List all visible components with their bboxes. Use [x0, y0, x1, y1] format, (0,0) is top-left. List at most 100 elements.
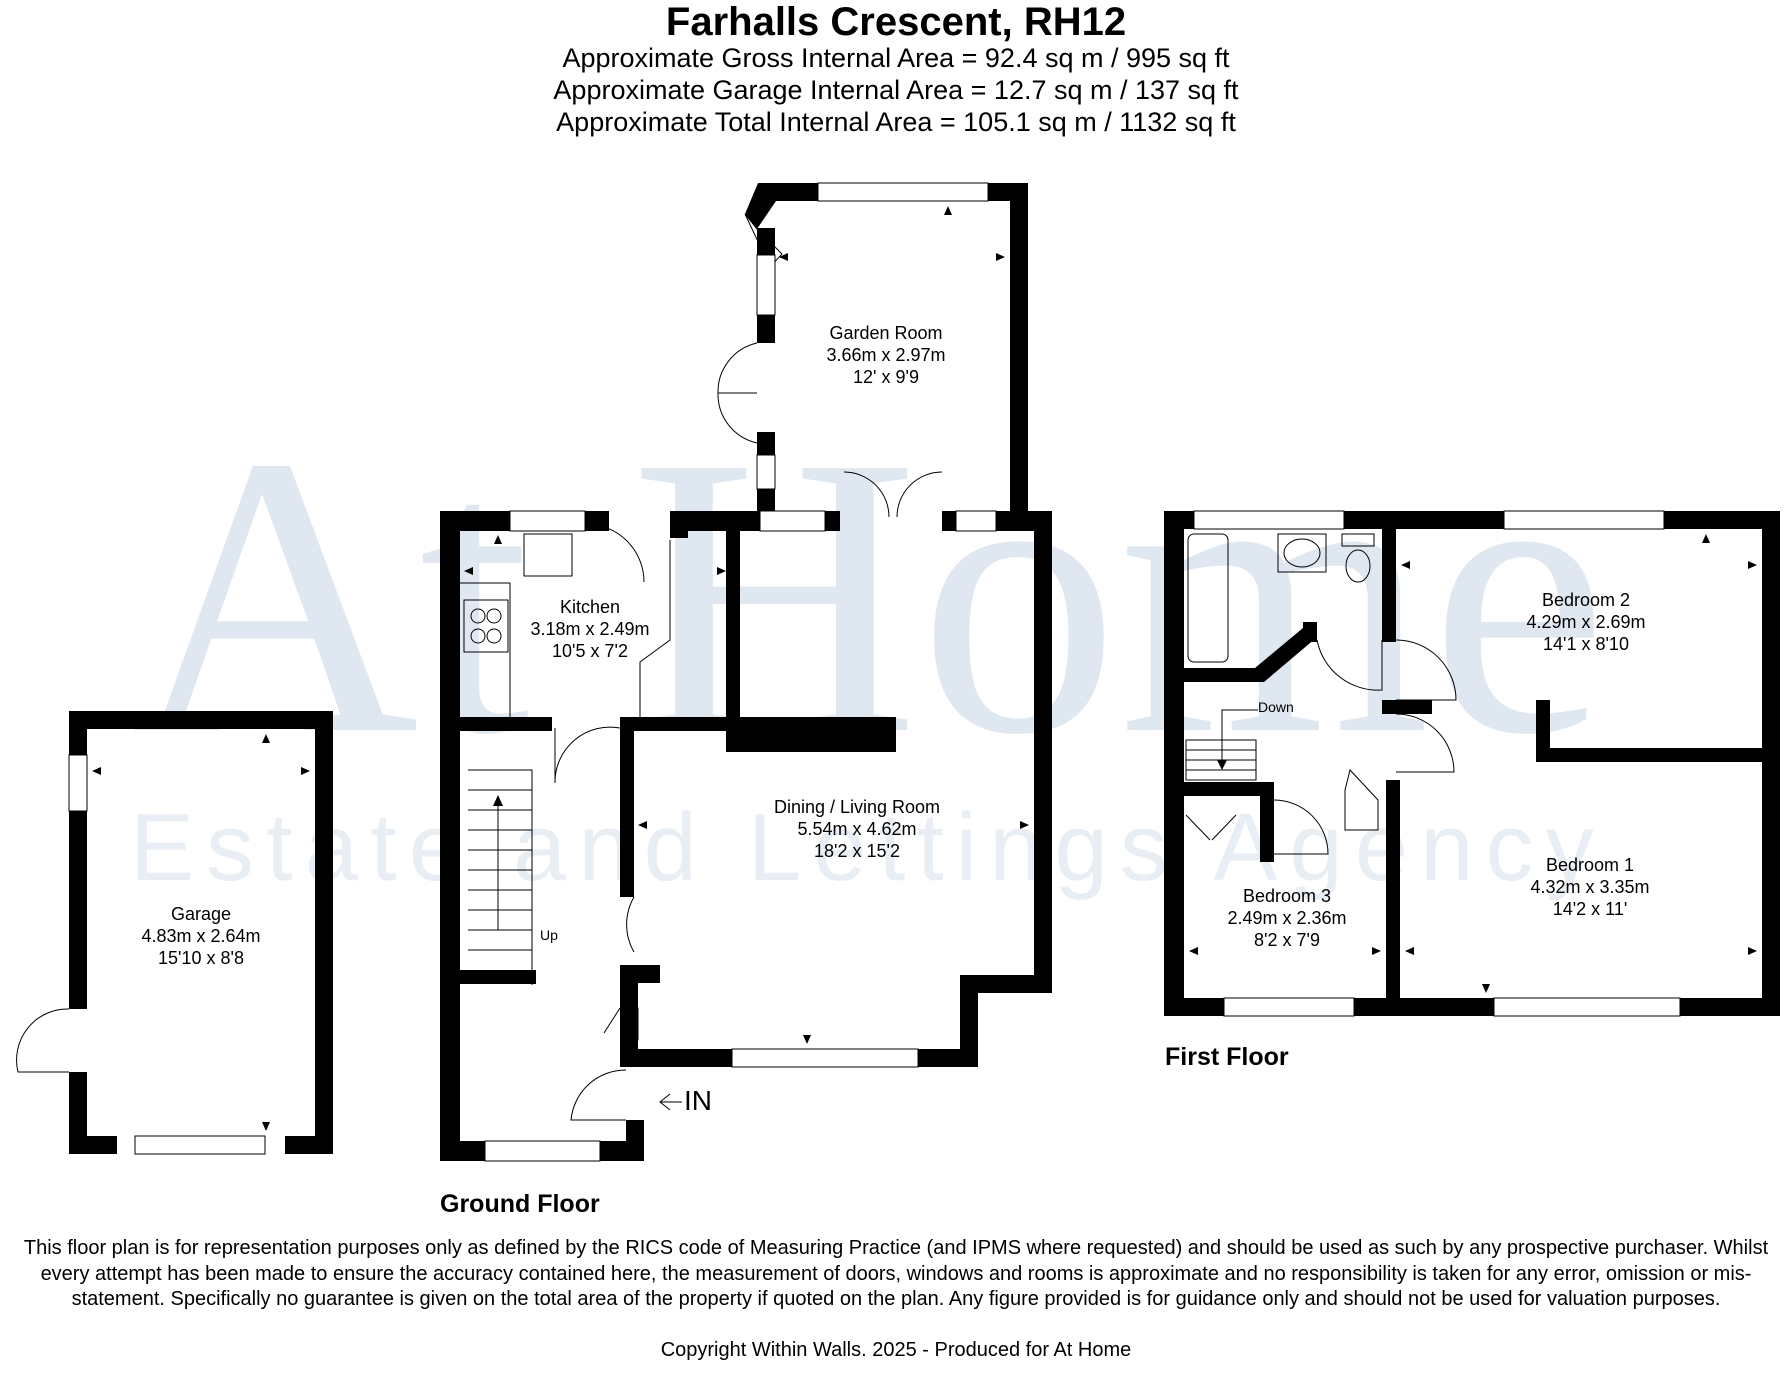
- staircase-down: [1185, 709, 1258, 781]
- front-door: [570, 1069, 627, 1121]
- living-room-partition: [726, 524, 740, 724]
- hall-wall-top: [620, 717, 730, 731]
- staircase-up: [468, 769, 533, 985]
- basin: [1277, 533, 1327, 573]
- bedroom-2-window: [1503, 510, 1665, 530]
- kitchen-label: Kitchen: [560, 597, 620, 617]
- garage-internal-area: Approximate Garage Internal Area = 12.7 …: [553, 75, 1239, 105]
- kitchen-imperial-size: 10'5 x 7'2: [552, 641, 628, 661]
- garage-wall-right: [315, 711, 333, 1154]
- entrance-arrow-icon: [659, 1093, 682, 1111]
- kitchen-sink: [523, 533, 573, 577]
- bedroom-1-metric-size: 4.32m x 3.35m: [1530, 877, 1649, 897]
- porch-wall: [620, 965, 638, 1067]
- bedroom-1-label: Bedroom 1: [1546, 855, 1634, 875]
- bedroom-3-door: [1273, 799, 1329, 855]
- bedroom-2-label: Bedroom 2: [1542, 590, 1630, 610]
- garden-room-side-window-lower: [756, 454, 776, 490]
- landing-cupboard: [1344, 768, 1379, 831]
- garage-label: Garage: [171, 904, 231, 924]
- bathroom-door-jamb: [1303, 622, 1317, 642]
- bedroom-3-wall-top: [1176, 782, 1260, 796]
- landing-wall-a: [1382, 700, 1432, 714]
- bathroom-wall-right: [1382, 524, 1396, 634]
- basin-bowl: [1283, 538, 1321, 568]
- garage-imperial-size: 15'10 x 8'8: [158, 948, 244, 968]
- house-wall-left: [440, 511, 460, 1161]
- garden-room-double-doors: [843, 471, 943, 518]
- bedroom-2-imperial-size: 14'1 x 8'10: [1543, 634, 1629, 654]
- garage-plan: [16, 711, 333, 1155]
- chimney-breast: [726, 717, 896, 752]
- bedroom-3-wardrobe-doors: [1185, 814, 1237, 841]
- kitchen-metric-size: 3.18m x 2.49m: [530, 619, 649, 639]
- stairs-down-label: Down: [1258, 699, 1294, 715]
- house-wall-right-lower: [960, 975, 978, 1067]
- house-wall-front-right: [918, 1049, 978, 1067]
- gross-internal-area: Approximate Gross Internal Area = 92.4 s…: [562, 43, 1230, 73]
- bedroom-1-3-divider: [1386, 780, 1400, 1006]
- house-wall-right: [1034, 511, 1052, 993]
- garden-room-wall-right: [1010, 183, 1028, 528]
- hob-ring-4: [486, 628, 502, 644]
- total-internal-area: Approximate Total Internal Area = 105.1 …: [556, 107, 1236, 137]
- garage-front-window: [134, 1135, 266, 1155]
- watermark-tagline: Estate and Lettings Agency: [130, 794, 1605, 901]
- bedroom-2-door: [1395, 639, 1457, 701]
- rear-window-b: [759, 510, 826, 532]
- garage-side-window: [68, 754, 88, 812]
- garage-wall-left-mid: [69, 811, 87, 1009]
- bedroom-3-metric-size: 2.49m x 2.36m: [1227, 908, 1346, 928]
- hob-ring-2: [486, 608, 502, 624]
- dining-living-room-label: Dining / Living Room: [774, 797, 940, 817]
- house-wall-front-mid: [620, 1049, 732, 1067]
- disclaimer-text: This floor plan is for representation pu…: [23, 1237, 1769, 1310]
- first-floor-label: First Floor: [1165, 1043, 1289, 1071]
- garden-room-wall-left-a: [757, 315, 775, 343]
- garage-metric-size: 4.83m x 2.64m: [141, 926, 260, 946]
- ground-floor-plan: Up IN: [440, 182, 1052, 1162]
- dining-living-room-metric-size: 5.54m x 4.62m: [797, 819, 916, 839]
- porch-wall-top: [620, 965, 660, 983]
- bedroom-2-metric-size: 4.29m x 2.69m: [1526, 612, 1645, 632]
- ground-floor-label: Ground Floor: [440, 1190, 600, 1218]
- copyright-text: Copyright Within Walls. 2025 - Produced …: [660, 1339, 1132, 1361]
- bathroom-wall-angled: [1176, 628, 1316, 682]
- first-floor-wall-top-c: [1664, 511, 1780, 529]
- kitchen-wall-stub: [670, 524, 688, 538]
- living-room-front-window: [731, 1048, 919, 1068]
- first-floor-wall-bottom-c: [1680, 998, 1780, 1016]
- bedroom-3-label: Bedroom 3: [1243, 886, 1331, 906]
- bathroom-door: [1316, 639, 1383, 691]
- kitchen-back-door: [585, 523, 645, 583]
- stairs-up-label: Up: [540, 927, 558, 943]
- house-wall-top-e: [942, 511, 956, 531]
- house-wall-top-d: [825, 511, 840, 531]
- toilet-cistern: [1341, 533, 1375, 547]
- first-floor-wall-top-a: [1164, 511, 1194, 529]
- kitchen-hob: [463, 599, 509, 653]
- toilet: [1345, 549, 1371, 583]
- garden-room-rear-window: [817, 182, 989, 202]
- under-stairs-wall: [452, 970, 536, 984]
- kitchen-door: [554, 726, 621, 784]
- first-floor-wall-top-b: [1344, 511, 1504, 529]
- plan-title: Farhalls Crescent, RH12: [665, 0, 1127, 44]
- garden-room-side-doors: [717, 342, 758, 444]
- bedroom-3-imperial-size: 8'2 x 7'9: [1254, 930, 1320, 950]
- house-wall-right-step: [960, 975, 1052, 993]
- garden-room-metric-size: 3.66m x 2.97m: [826, 345, 945, 365]
- first-floor-wall-right: [1762, 511, 1780, 1016]
- hall-wall-right: [620, 717, 634, 897]
- garden-room-side-window: [756, 254, 776, 316]
- kitchen-worktop: [460, 582, 511, 717]
- garden-room-wall-top-left: [758, 183, 818, 201]
- bedroom-1-door: [1395, 713, 1455, 773]
- dining-living-room-imperial-size: 18'2 x 15'2: [814, 841, 900, 861]
- first-floor-wall-bottom-a: [1164, 998, 1224, 1016]
- garage-side-door: [16, 1008, 70, 1073]
- living-room-door: [626, 896, 635, 953]
- first-floor-wall-bottom-b: [1354, 998, 1494, 1016]
- garden-room-bay-corner: [745, 183, 776, 229]
